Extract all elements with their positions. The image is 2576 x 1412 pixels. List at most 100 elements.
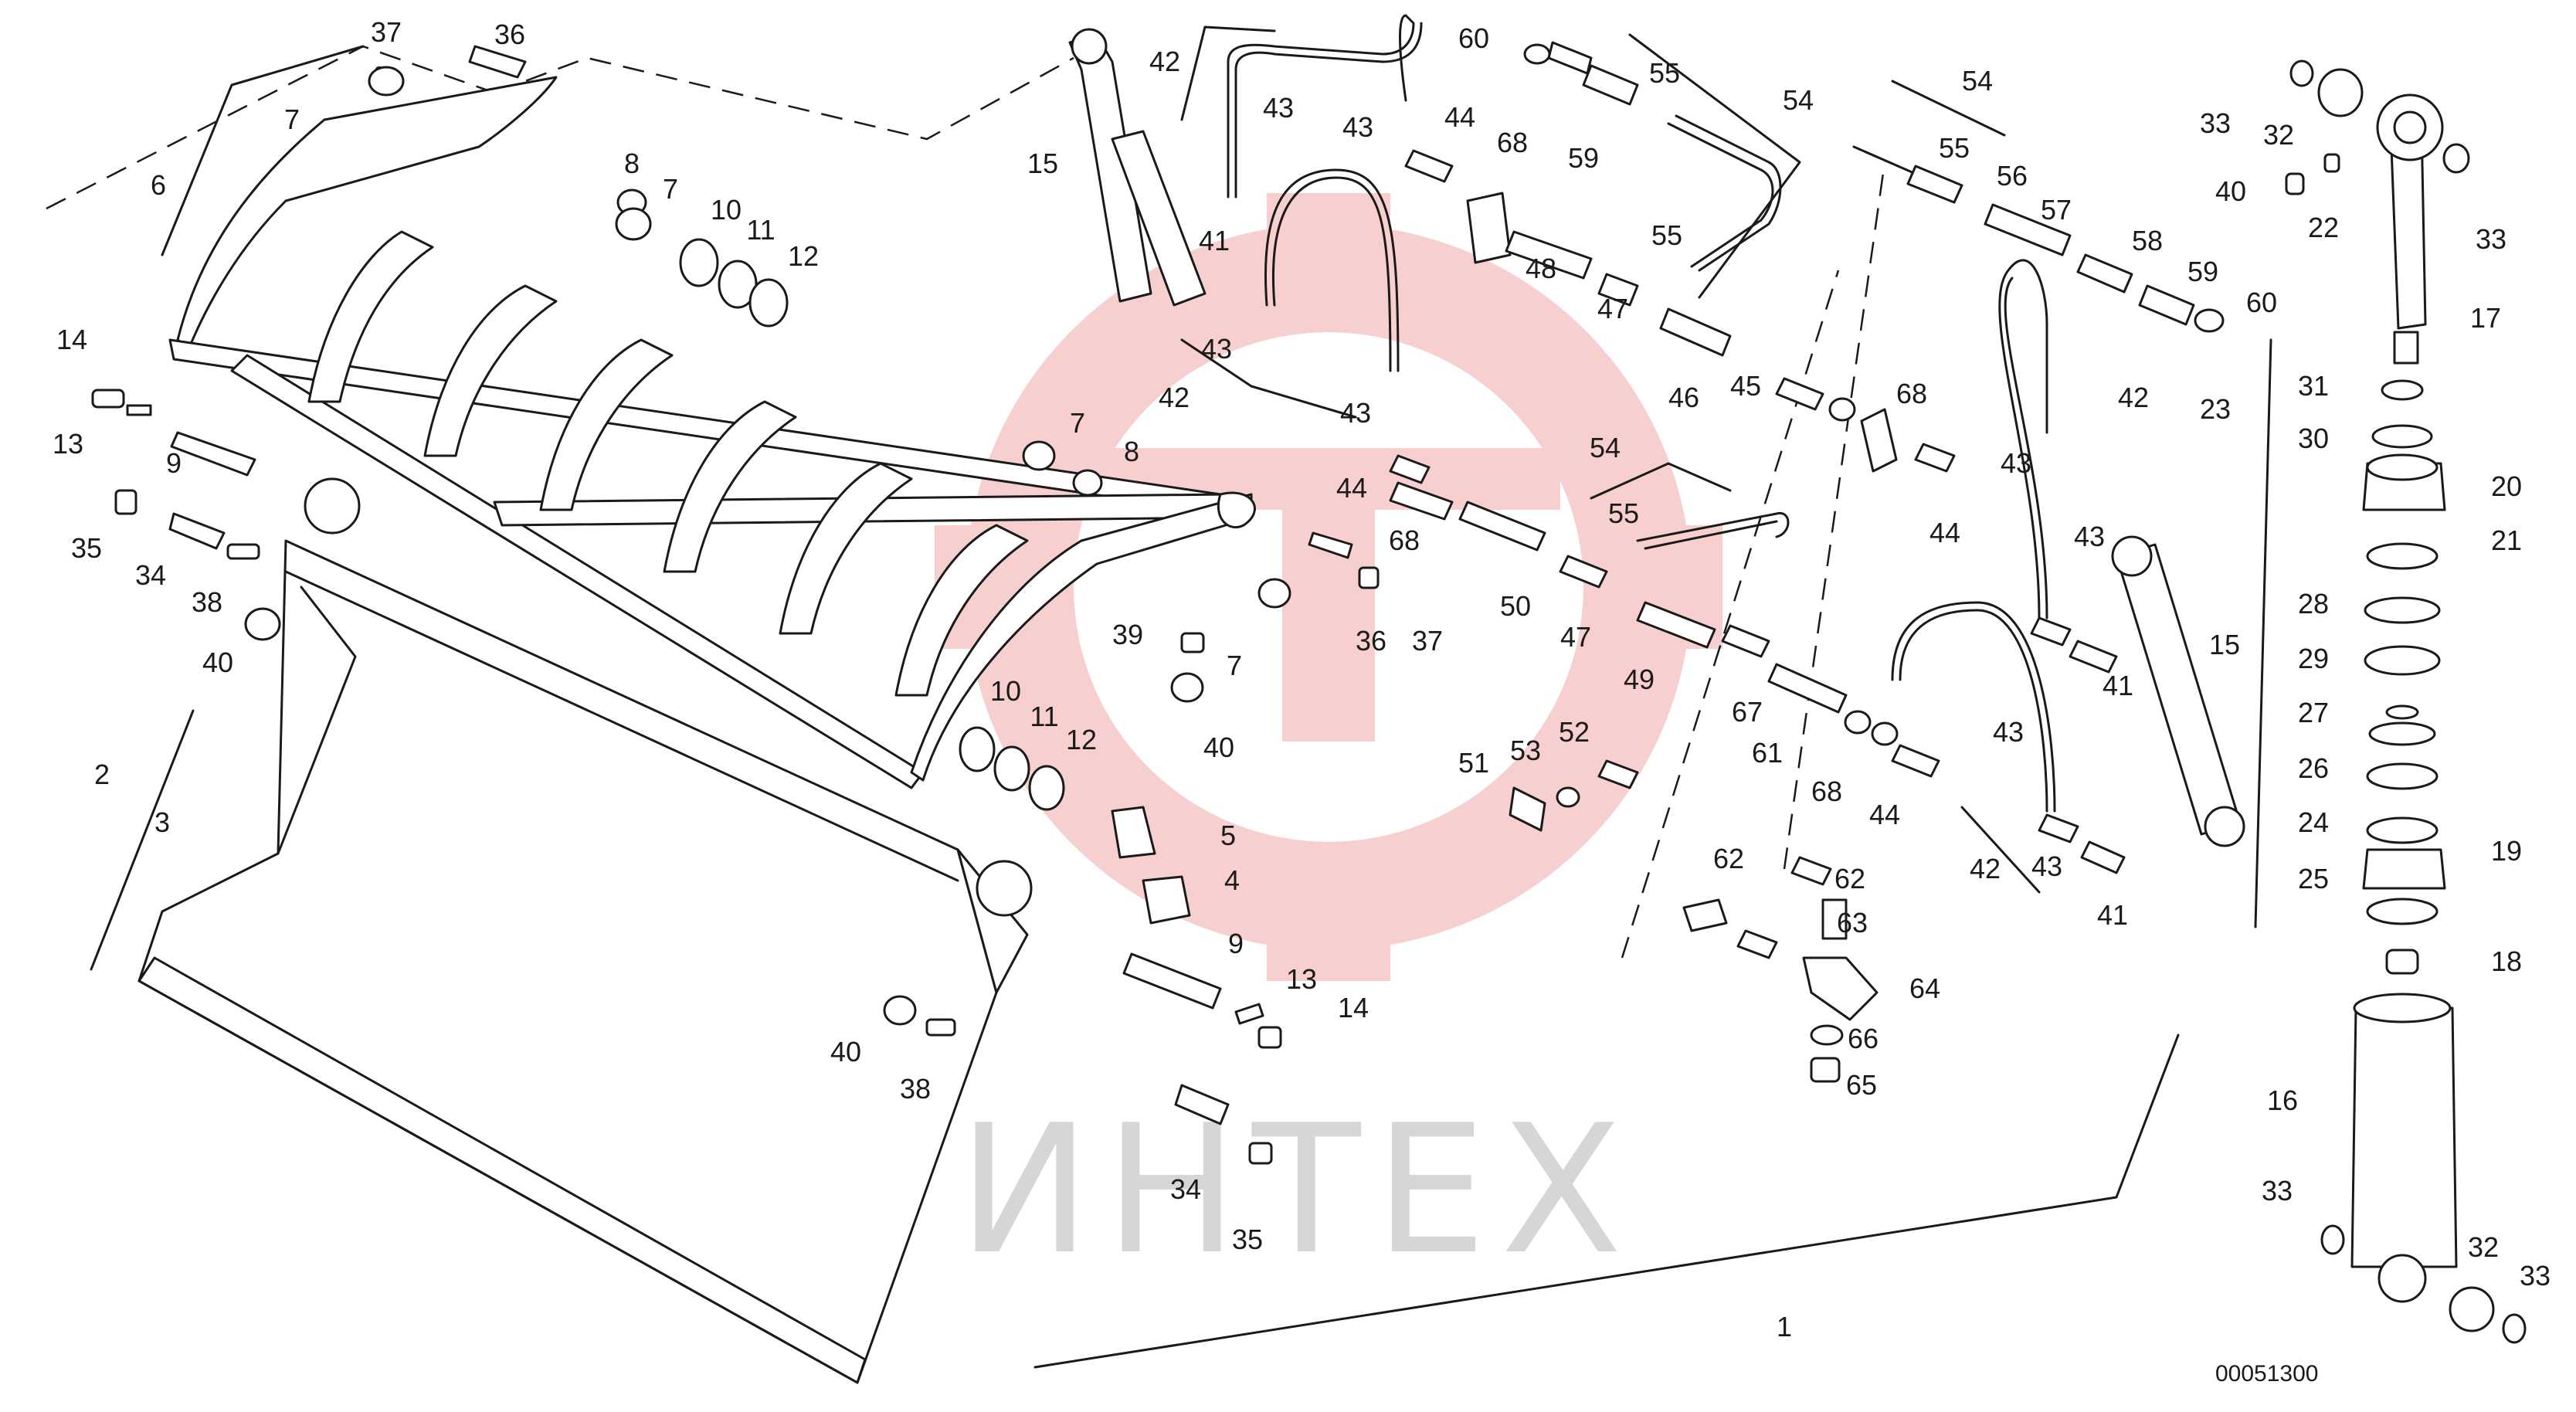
callout-21: 21 xyxy=(2491,524,2522,556)
callout-66: 66 xyxy=(1848,1023,1879,1054)
callout-30: 30 xyxy=(2298,423,2329,454)
callout-53: 53 xyxy=(1510,735,1541,766)
left-small-parts xyxy=(91,45,789,641)
callout-60b: 60 xyxy=(2246,287,2277,318)
callout-28: 28 xyxy=(2298,588,2329,619)
callout-34a: 34 xyxy=(135,559,166,591)
grapple-bucket xyxy=(137,477,1033,1384)
callout-29: 29 xyxy=(2298,643,2329,674)
callout-8a: 8 xyxy=(624,148,640,179)
document-number: 00051300 xyxy=(2215,1361,2318,1387)
callout-55d: 55 xyxy=(1939,132,1970,164)
callout-38a: 38 xyxy=(192,586,222,618)
callout-48: 48 xyxy=(1526,253,1556,284)
watermark: ИНТЕХ xyxy=(935,193,1722,1294)
callout-54a: 54 xyxy=(1783,84,1814,116)
callout-57: 57 xyxy=(2041,194,2072,226)
callout-41b: 41 xyxy=(2103,670,2133,701)
callout-61: 61 xyxy=(1752,737,1783,769)
callout-63: 63 xyxy=(1837,907,1868,939)
callout-10a: 10 xyxy=(711,194,742,226)
callout-26: 26 xyxy=(2298,752,2329,784)
watermark-text: ИНТЕХ xyxy=(958,1088,1636,1294)
callout-42d: 42 xyxy=(1970,853,2001,884)
callout-12b: 12 xyxy=(1066,724,1097,755)
callout-37b: 37 xyxy=(1412,625,1443,657)
gear-logo-icon xyxy=(935,193,1722,981)
callout-33c: 33 xyxy=(2262,1175,2293,1207)
callout-42a: 42 xyxy=(1149,46,1180,77)
callout-25: 25 xyxy=(2298,863,2329,894)
callout-15b: 15 xyxy=(2209,629,2240,660)
callout-27: 27 xyxy=(2298,697,2329,728)
callout-7c: 7 xyxy=(1070,407,1085,439)
callout-68a: 68 xyxy=(1497,127,1528,158)
callout-68d: 68 xyxy=(1896,378,1927,409)
callout-22: 22 xyxy=(2308,212,2339,243)
callout-1: 1 xyxy=(1777,1311,1792,1342)
callout-52: 52 xyxy=(1559,716,1590,748)
callout-23: 23 xyxy=(2200,393,2231,425)
callout-55c: 55 xyxy=(1608,497,1639,529)
callout-41a: 41 xyxy=(1199,225,1230,256)
callout-33d: 33 xyxy=(2520,1260,2551,1292)
callout-32b: 32 xyxy=(2468,1231,2499,1263)
callout-39: 39 xyxy=(1112,619,1143,650)
callout-64: 64 xyxy=(1909,972,1940,1004)
callout-15a: 15 xyxy=(1027,148,1058,179)
callout-41c: 41 xyxy=(2097,899,2128,931)
callout-32a: 32 xyxy=(2263,119,2294,151)
callout-62b: 62 xyxy=(1834,863,1865,894)
callout-54b: 54 xyxy=(1590,432,1621,463)
callout-34b: 34 xyxy=(1170,1173,1201,1205)
callout-33b: 33 xyxy=(2476,223,2506,255)
callout-13a: 13 xyxy=(53,428,83,460)
callout-2: 2 xyxy=(94,759,110,790)
callout-36b: 36 xyxy=(1356,625,1386,657)
grapple-frame xyxy=(168,76,1256,789)
callout-38b: 38 xyxy=(900,1073,931,1105)
callout-7a: 7 xyxy=(284,104,300,135)
callout-8b: 8 xyxy=(1124,436,1139,467)
callout-19: 19 xyxy=(2491,835,2522,867)
callout-45: 45 xyxy=(1730,370,1761,402)
callout-58: 58 xyxy=(2132,225,2163,256)
callout-36a: 36 xyxy=(494,19,525,50)
callout-37a: 37 xyxy=(371,16,402,48)
callout-17: 17 xyxy=(2470,302,2501,334)
callout-14b: 14 xyxy=(1338,992,1369,1023)
callout-7d: 7 xyxy=(1227,650,1242,681)
callout-43d: 43 xyxy=(1342,111,1373,143)
callout-40d: 40 xyxy=(2215,175,2246,207)
callout-31: 31 xyxy=(2298,370,2329,402)
callout-42c: 42 xyxy=(2118,382,2149,413)
callout-43f: 43 xyxy=(2074,521,2105,552)
callout-35a: 35 xyxy=(71,532,102,564)
callout-10b: 10 xyxy=(990,675,1021,707)
callout-43e: 43 xyxy=(2001,447,2031,479)
callout-42b: 42 xyxy=(1159,382,1190,413)
hoses-and-fittings xyxy=(1227,14,2225,1083)
callout-43a: 43 xyxy=(1263,92,1294,124)
callout-46: 46 xyxy=(1668,382,1699,413)
callout-65: 65 xyxy=(1846,1069,1877,1101)
callout-40a: 40 xyxy=(202,647,233,678)
callout-20: 20 xyxy=(2491,470,2522,502)
callout-6: 6 xyxy=(151,169,166,201)
callout-40c: 40 xyxy=(830,1036,861,1067)
callout-55b: 55 xyxy=(1651,219,1682,251)
callout-59a: 59 xyxy=(1568,142,1599,174)
callout-43c: 43 xyxy=(1340,397,1371,429)
callout-50: 50 xyxy=(1500,590,1531,622)
callout-60a: 60 xyxy=(1458,22,1489,54)
callout-9b: 9 xyxy=(1228,928,1244,959)
callout-44d: 44 xyxy=(1929,517,1960,548)
callout-51: 51 xyxy=(1458,747,1489,779)
callout-67: 67 xyxy=(1732,696,1763,728)
callout-5: 5 xyxy=(1220,820,1236,851)
callout-40b: 40 xyxy=(1203,731,1234,763)
callout-16: 16 xyxy=(2267,1084,2298,1116)
callout-68c: 68 xyxy=(1811,776,1842,807)
